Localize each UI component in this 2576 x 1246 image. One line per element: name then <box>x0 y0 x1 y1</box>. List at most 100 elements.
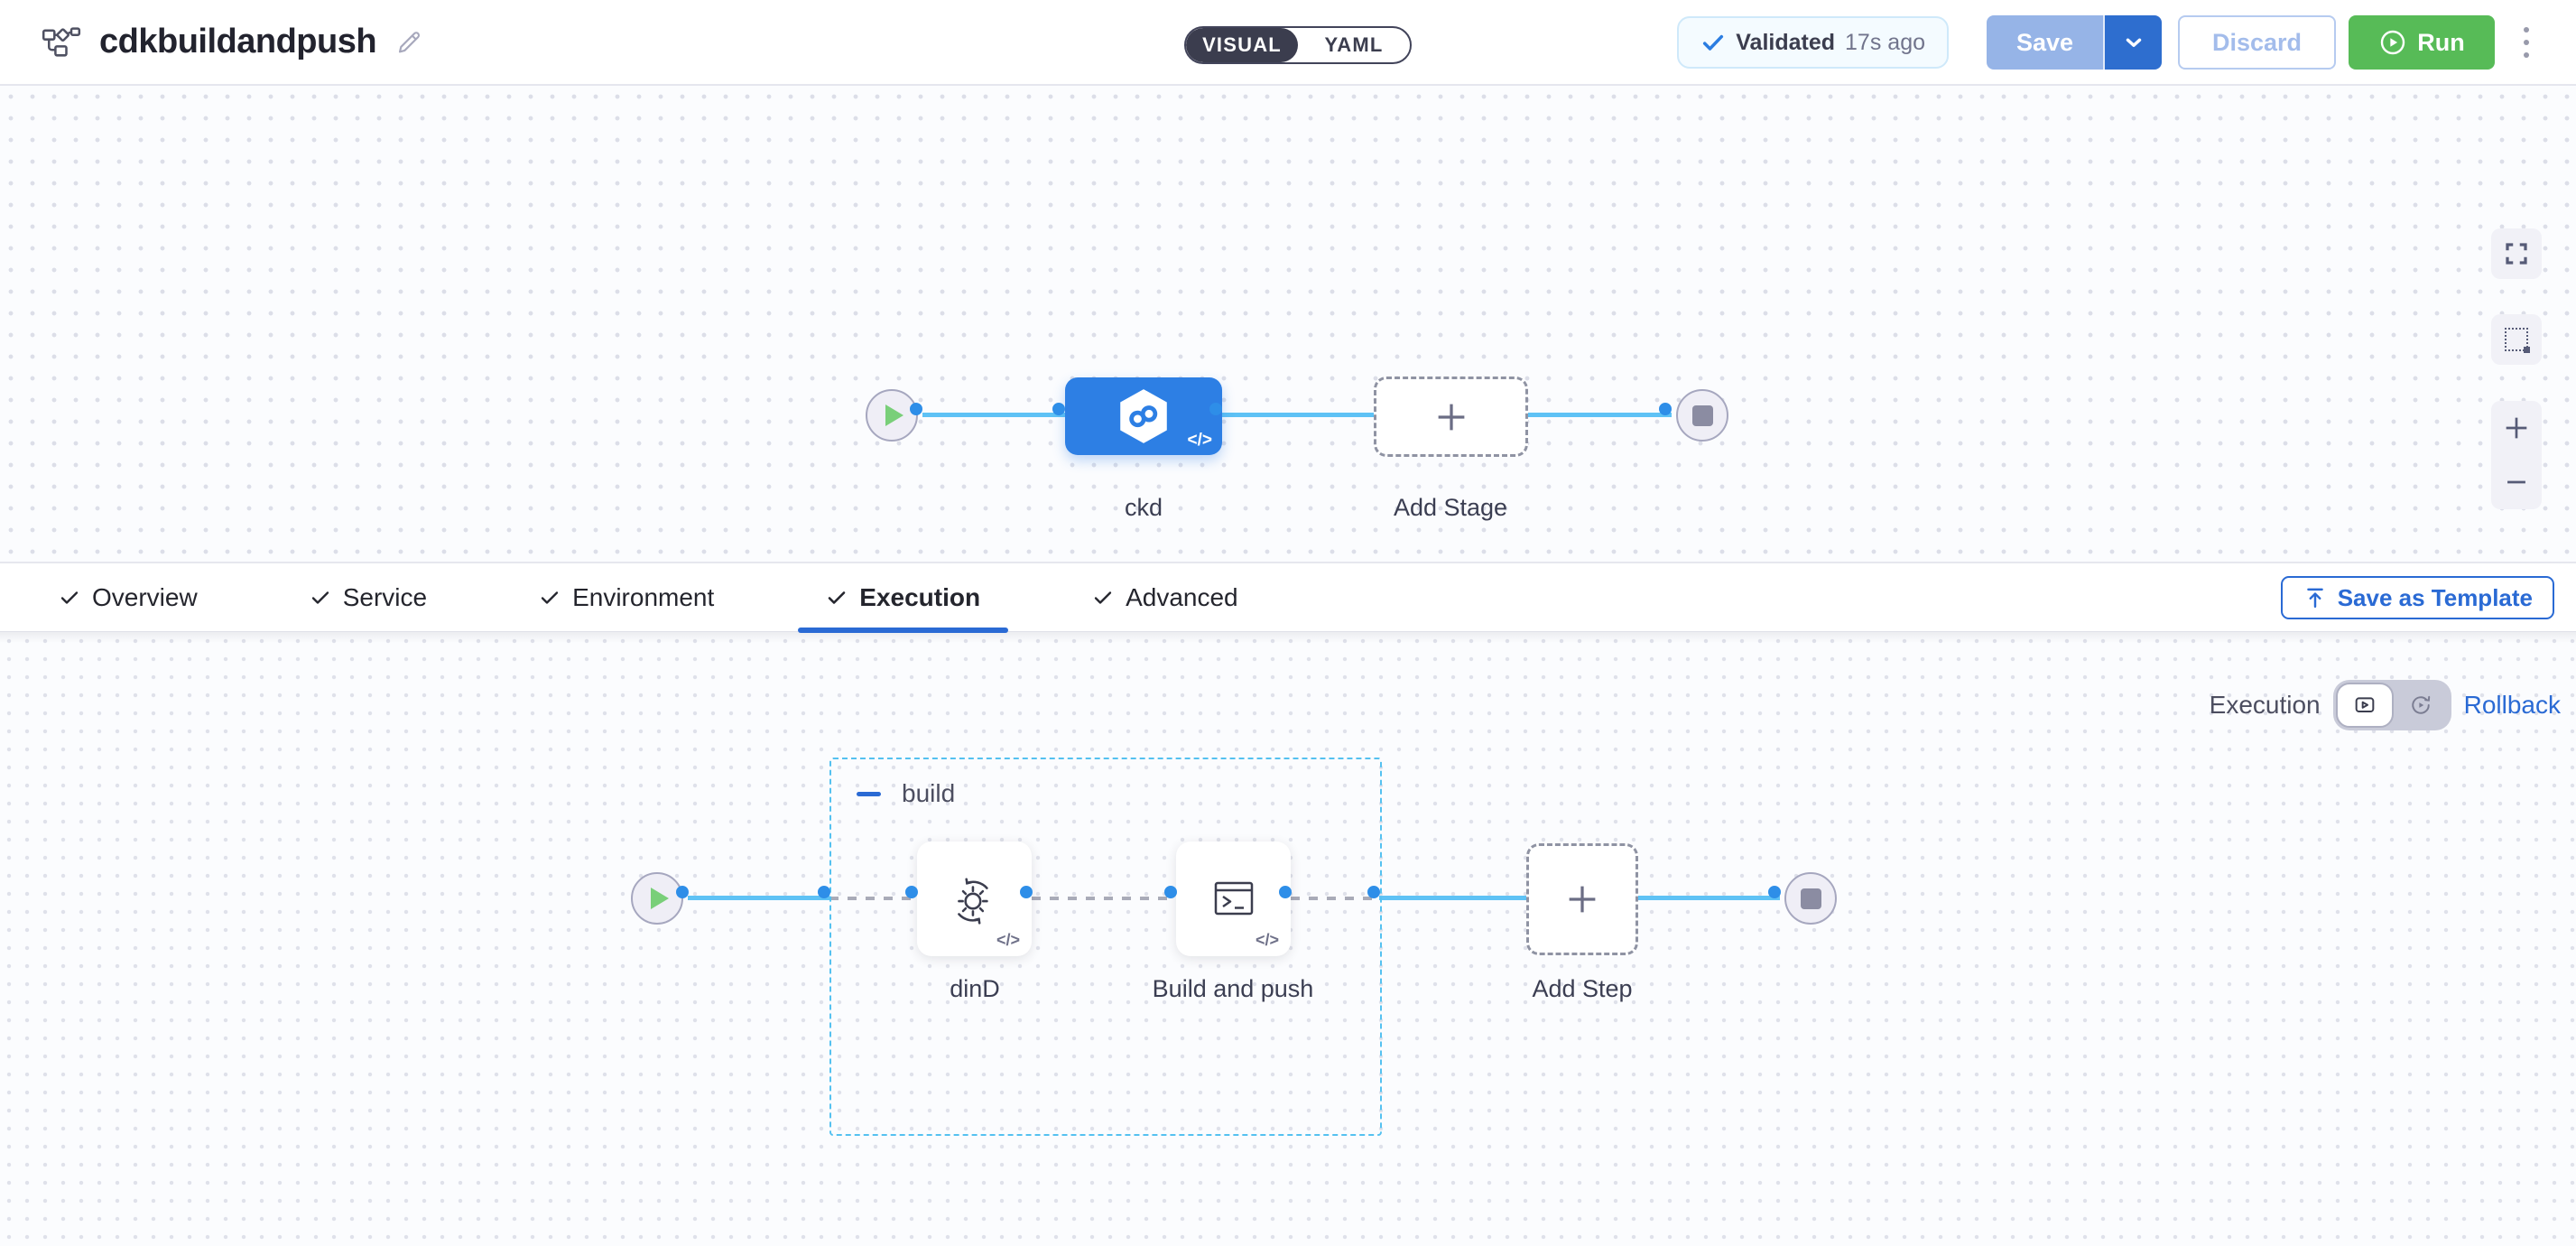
step-label: Build and push <box>1152 975 1314 1002</box>
tab-overview[interactable]: Overview <box>31 563 226 632</box>
connector <box>1528 413 1672 417</box>
rollback-link[interactable]: Rollback <box>2463 691 2561 719</box>
port <box>818 886 830 898</box>
execution-view-icon <box>2355 697 2375 712</box>
validated-label: Validated <box>1736 29 1836 55</box>
run-label: Run <box>2417 28 2465 56</box>
execution-end-node <box>1784 872 1837 925</box>
tab-environment[interactable]: Environment <box>511 563 742 632</box>
connector <box>1222 413 1374 417</box>
validated-time: 17s ago <box>1845 29 1925 55</box>
play-circle-icon <box>2381 30 2405 55</box>
add-step-button[interactable] <box>1526 843 1638 955</box>
ci-stage-icon <box>1120 389 1167 443</box>
pipeline-icon <box>42 25 81 60</box>
fullscreen-button[interactable] <box>2491 228 2542 279</box>
step-group-build[interactable]: build <box>829 758 1382 1136</box>
add-stage-label: Add Stage <box>1393 494 1508 521</box>
save-as-template-label: Save as Template <box>2337 583 2533 611</box>
discard-button[interactable]: Discard <box>2178 15 2336 70</box>
header-actions: Validated 17s ago Save Discard Run <box>1677 15 2538 70</box>
more-options-icon[interactable] <box>2515 18 2538 67</box>
save-as-template-button[interactable]: Save as Template <box>2280 576 2554 619</box>
rollback-view-icon <box>2412 695 2431 714</box>
step-node-dind[interactable]: </> <box>917 842 1032 956</box>
tab-execution[interactable]: Execution <box>798 563 1008 633</box>
code-view-icon[interactable]: </> <box>1255 931 1279 949</box>
zoom-out-button[interactable] <box>2501 455 2532 509</box>
tab-label: Execution <box>859 583 981 611</box>
port <box>1209 403 1222 415</box>
run-button[interactable]: Run <box>2349 15 2495 70</box>
stage-canvas[interactable]: </> ckd Add Stage <box>0 86 2576 562</box>
stage-node-ckd[interactable]: </> <box>1065 377 1222 455</box>
port <box>1020 886 1033 898</box>
port <box>1768 886 1781 898</box>
tabs: Overview Service Environment Execution A… <box>31 563 1322 633</box>
port <box>676 886 689 898</box>
execution-view-button[interactable] <box>2335 683 2395 728</box>
stage-label: ckd <box>1124 494 1163 521</box>
execution-mode-row: Execution Rollback <box>2210 680 2561 730</box>
connector-dashed <box>1032 897 1176 900</box>
zoom-in-icon <box>2506 417 2527 439</box>
start-play-icon <box>885 404 903 426</box>
code-view-icon[interactable]: </> <box>1187 431 1212 450</box>
tab-service[interactable]: Service <box>282 563 455 632</box>
start-play-icon <box>651 888 669 909</box>
connector <box>688 896 829 900</box>
pipeline-start-node <box>866 389 918 442</box>
add-stage-button[interactable] <box>1374 377 1528 457</box>
tab-advanced[interactable]: Advanced <box>1064 563 1266 632</box>
connector <box>1379 896 1526 900</box>
zoom-controls <box>2491 401 2542 509</box>
tab-label: Advanced <box>1126 583 1238 611</box>
port <box>1164 886 1177 898</box>
check-icon <box>1703 34 1724 51</box>
code-view-icon[interactable]: </> <box>996 931 1020 949</box>
header: cdkbuildandpush VISUAL YAML Validated 17… <box>0 0 2576 86</box>
check-icon <box>1094 591 1112 604</box>
save-options-button[interactable] <box>2103 15 2162 70</box>
zoom-out-icon <box>2507 480 2525 484</box>
plus-icon <box>1569 886 1596 913</box>
rollback-view-button[interactable] <box>2394 683 2449 728</box>
check-icon <box>311 591 329 604</box>
execution-start-node <box>631 872 683 925</box>
terminal-icon <box>1214 881 1253 915</box>
execution-rollback-toggle <box>2332 680 2451 730</box>
collapse-group-icon[interactable] <box>857 791 881 796</box>
toggle-visual[interactable]: VISUAL <box>1186 28 1298 62</box>
port <box>905 886 918 898</box>
connector <box>1638 896 1780 900</box>
save-button[interactable]: Save <box>1987 15 2103 70</box>
step-node-build-and-push[interactable]: </> <box>1176 842 1291 956</box>
group-header: build <box>857 779 955 808</box>
connector-dashed <box>1291 897 1379 900</box>
connector-dashed <box>829 897 917 900</box>
plus-icon <box>1438 404 1464 430</box>
group-label: build <box>902 779 956 807</box>
validated-badge[interactable]: Validated 17s ago <box>1677 16 1949 69</box>
stage-tab-bar: Overview Service Environment Execution A… <box>0 562 2576 633</box>
fullscreen-icon <box>2506 243 2527 265</box>
tab-label: Service <box>342 583 428 611</box>
multi-select-button[interactable] <box>2491 314 2542 365</box>
port <box>1659 403 1672 415</box>
pipeline-end-node <box>1676 389 1728 442</box>
add-step-label: Add Step <box>1532 975 1633 1002</box>
zoom-in-button[interactable] <box>2501 401 2532 455</box>
execution-canvas[interactable]: Execution Rollback build <box>0 632 2576 1246</box>
port <box>1367 886 1380 898</box>
save-split-button: Save <box>1987 15 2162 70</box>
check-icon <box>828 591 846 604</box>
tab-label: Overview <box>92 583 198 611</box>
toggle-yaml[interactable]: YAML <box>1324 33 1384 56</box>
port <box>1279 886 1292 898</box>
port <box>1052 403 1065 415</box>
gear-sync-icon <box>957 878 988 925</box>
edit-pencil-icon[interactable] <box>394 28 423 57</box>
stop-square-icon <box>1800 888 1821 909</box>
execution-view-label: Execution <box>2209 691 2321 719</box>
chevron-down-icon <box>2126 38 2141 47</box>
